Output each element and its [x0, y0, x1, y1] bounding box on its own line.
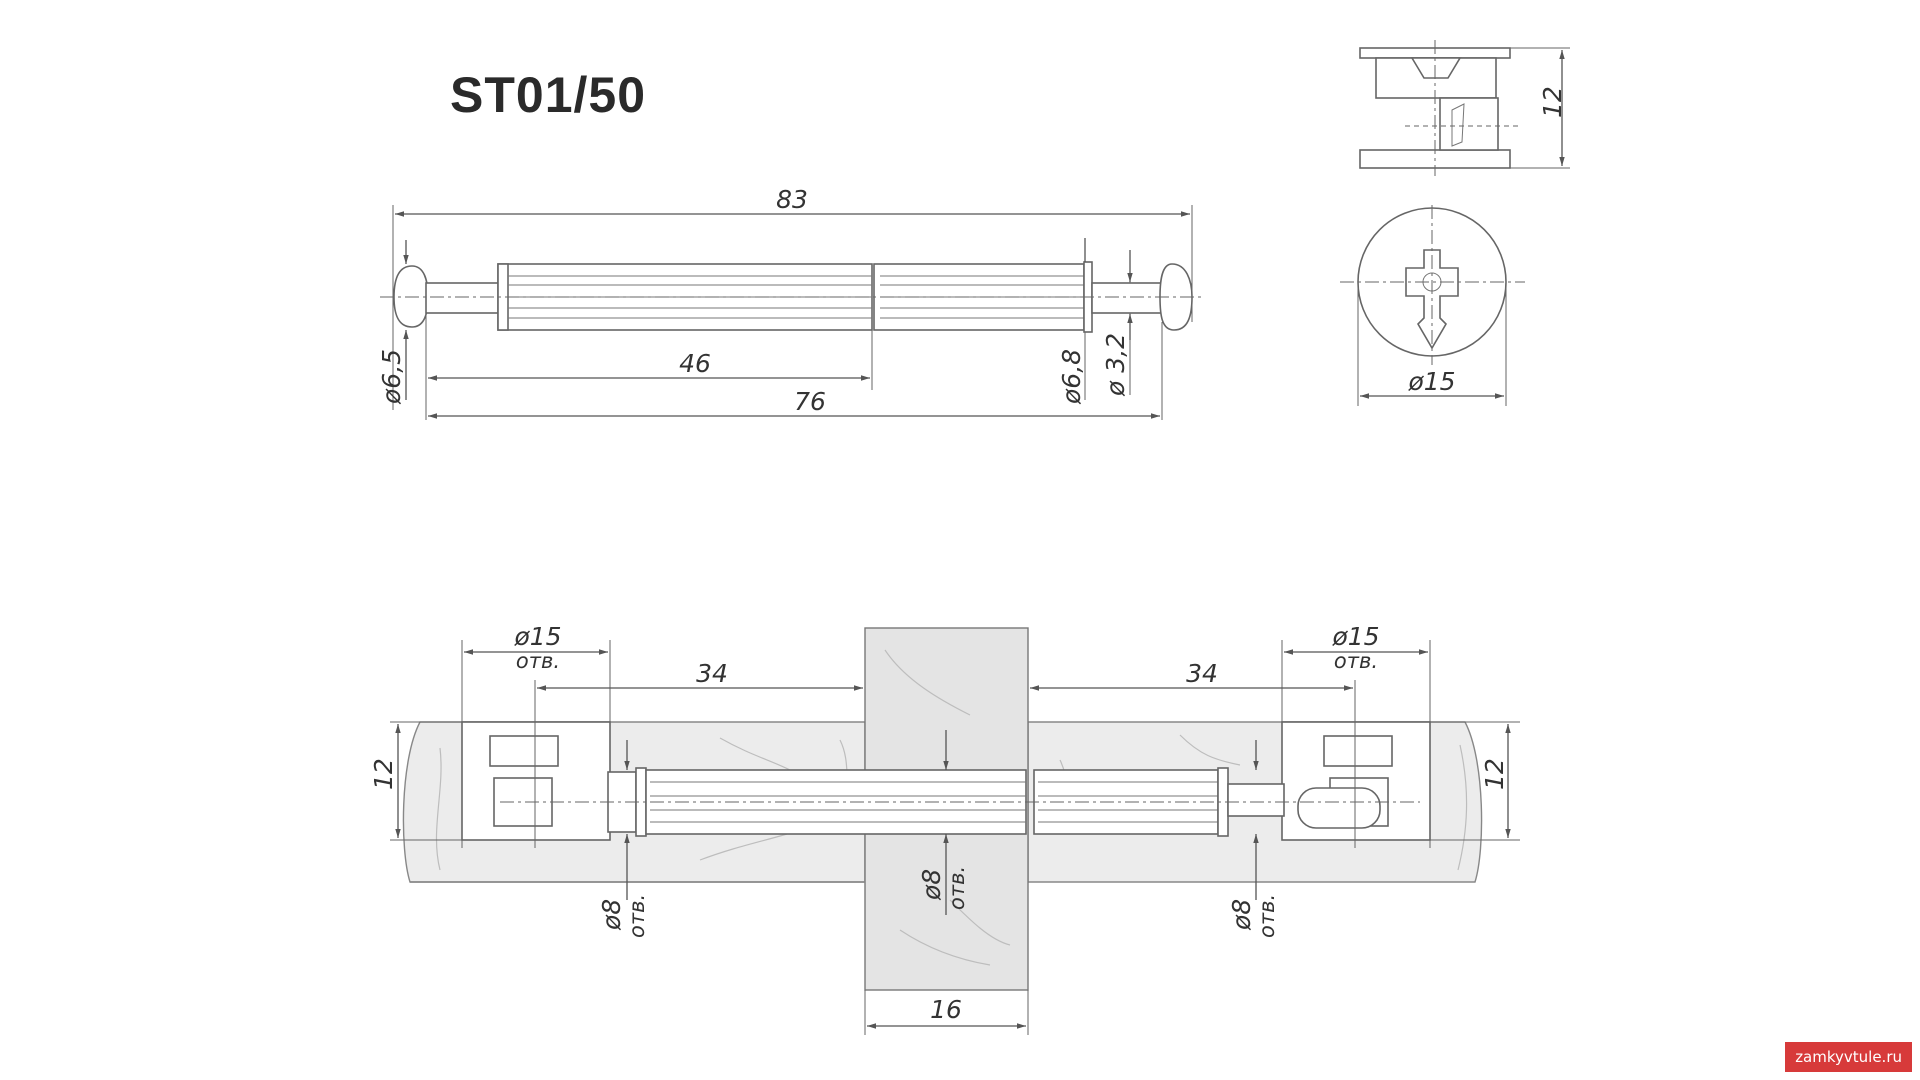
dim-left-hole-note: отв. — [516, 649, 560, 673]
dim-shank-length: 76 — [794, 387, 826, 416]
dim-right-hole-note: отв. — [1334, 649, 1378, 673]
dim-right-height: 12 — [1480, 758, 1509, 790]
dim-right-hole-diameter: ø15 — [1331, 622, 1379, 651]
dim-total-length: 83 — [776, 185, 808, 214]
dim-center-bore-note: отв. — [945, 866, 969, 910]
dim-collar-diameter: ø6,8 — [1057, 349, 1086, 405]
dim-left-hole-diameter: ø15 — [513, 622, 561, 651]
dim-thread-length: 46 — [679, 349, 711, 378]
dim-right-bore-diameter: ø8 — [1227, 899, 1256, 931]
cam-side-view: 12 — [1359, 40, 1570, 176]
assembly-view: ø15 отв. ø15 отв. 34 34 12 12 16 ø8 отв.… — [369, 622, 1520, 1035]
dim-cam-diameter: ø15 — [1407, 367, 1455, 396]
dim-neck-diameter: ø 3,2 — [1101, 333, 1130, 397]
site-watermark: zamkyvtule.ru — [1785, 1042, 1912, 1072]
dim-right-distance: 34 — [1186, 659, 1218, 688]
dim-left-bore-diameter: ø8 — [597, 899, 626, 931]
dim-head-diameter: ø6,5 — [377, 349, 406, 405]
drawing-title: ST01/50 — [450, 67, 647, 123]
dim-center-bore-diameter: ø8 — [917, 869, 946, 901]
cam-front-view: ø15 — [1340, 205, 1525, 406]
bolt-top-view: 83 46 76 ø6,5 ø6,8 ø 3,2 — [377, 185, 1205, 420]
dim-left-distance: 34 — [696, 659, 728, 688]
dim-panel-thickness: 16 — [930, 995, 962, 1024]
dim-cam-height: 12 — [1538, 86, 1567, 118]
dim-left-height: 12 — [369, 758, 398, 790]
dim-right-bore-note: отв. — [1255, 894, 1279, 938]
dim-left-bore-note: отв. — [625, 894, 649, 938]
